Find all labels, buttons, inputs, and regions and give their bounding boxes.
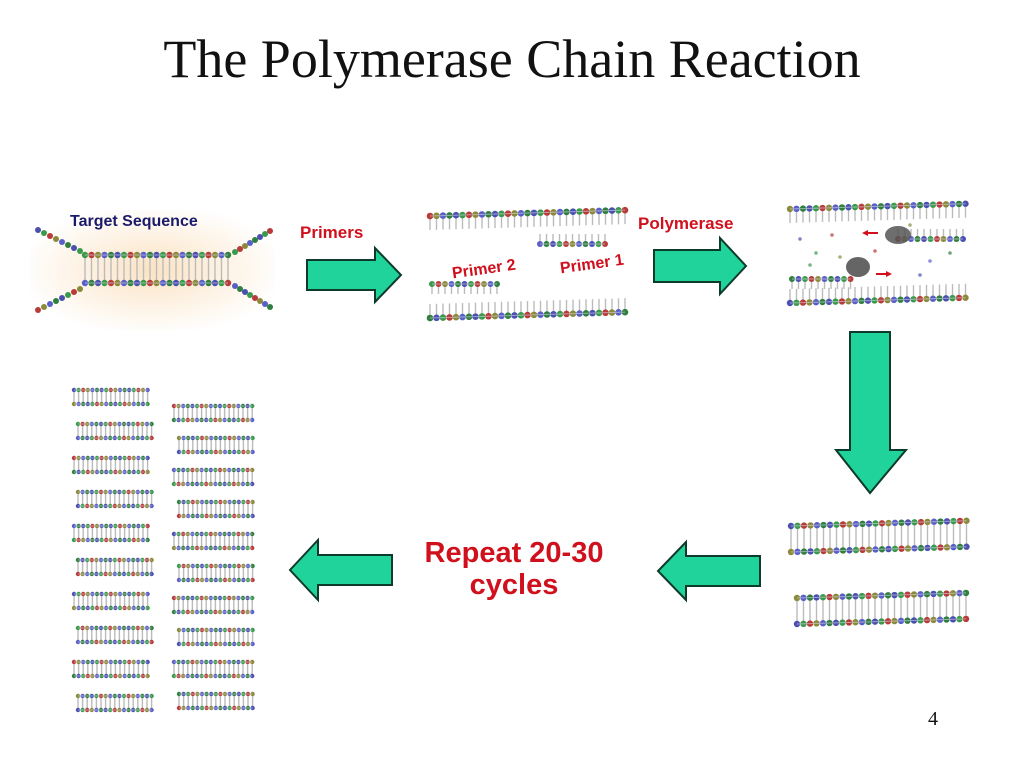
dna-nucleotide [962, 589, 970, 597]
dna-nucleotide [962, 294, 969, 301]
polymerase-label: Polymerase [638, 214, 734, 233]
dna-nucleotide [262, 231, 268, 237]
dna-backbone [790, 520, 967, 527]
dna-backbone [796, 618, 967, 625]
dna-nucleotide [247, 292, 253, 298]
repeat-cycles-text: Repeat 20-30 cycles [384, 537, 644, 601]
dna-nucleotide [232, 283, 238, 289]
repeat-line-2: cycles [469, 569, 559, 601]
free-nucleotide [798, 237, 802, 241]
dna-nucleotide [145, 605, 150, 611]
free-nucleotide [948, 251, 952, 255]
dna-nucleotide [53, 298, 59, 304]
dna-backbone [789, 297, 966, 304]
dna-nucleotide [621, 206, 629, 214]
dna-nucleotide [252, 295, 258, 301]
dna-nucleotide [149, 503, 154, 509]
dna-nucleotide [145, 659, 150, 665]
dna-nucleotide [787, 522, 795, 530]
duplicated-dna-image [787, 517, 970, 628]
polymerase-extension-dna-image [786, 200, 969, 307]
primer-annealing-dna-image [426, 206, 629, 322]
dna-nucleotide [267, 304, 273, 310]
dna-nucleotide [247, 240, 253, 246]
page-number: 4 [928, 708, 938, 730]
target-sequence-dna-image [30, 210, 275, 330]
dna-nucleotide [77, 248, 83, 254]
dna-nucleotide [145, 401, 150, 407]
arrow-left-2 [288, 537, 393, 603]
repeat-line-1: Repeat 20-30 [424, 537, 604, 569]
polymerase-enzyme-upper [885, 226, 911, 244]
dna-backbone [429, 311, 626, 319]
dna-nucleotide [242, 289, 248, 295]
primers-label: Primers [300, 223, 364, 242]
dna-nucleotide [237, 286, 243, 292]
free-nucleotide [808, 263, 812, 267]
dna-nucleotide [47, 301, 53, 307]
dna-nucleotide [149, 707, 154, 713]
dna-nucleotide [53, 236, 59, 242]
dna-backbone [796, 592, 967, 599]
dna-nucleotide [257, 298, 263, 304]
dna-nucleotide [47, 233, 53, 239]
dna-nucleotide [962, 615, 970, 623]
dna-backbone [790, 546, 967, 553]
dna-nucleotide [149, 557, 154, 563]
dna-nucleotide [787, 548, 795, 556]
dna-nucleotide [149, 693, 154, 699]
dna-nucleotide [149, 435, 154, 441]
dna-nucleotide [963, 543, 970, 550]
dna-nucleotide [41, 230, 47, 236]
dna-backbone [789, 203, 966, 210]
dna-nucleotide [267, 228, 273, 234]
dna-nucleotide [35, 307, 41, 313]
free-nucleotide [830, 233, 834, 237]
amplified-dna-copies-image [71, 387, 255, 713]
dna-backbone [429, 209, 626, 217]
free-nucleotide [873, 249, 877, 253]
slide-title: The Polymerase Chain Reaction [163, 29, 861, 89]
dna-nucleotide [71, 245, 77, 251]
dna-nucleotide [149, 639, 154, 645]
free-nucleotide [928, 259, 932, 263]
dna-nucleotide [145, 469, 150, 475]
dna-nucleotide [257, 234, 263, 240]
free-nucleotide [908, 223, 912, 227]
dna-nucleotide [237, 246, 243, 252]
dna-nucleotide [145, 387, 150, 393]
dna-nucleotide [145, 591, 150, 597]
dna-nucleotide [145, 537, 150, 543]
polymerase-enzyme-lower [846, 257, 870, 277]
free-nucleotide [814, 251, 818, 255]
dna-nucleotide [77, 286, 83, 292]
dna-nucleotide [963, 517, 970, 524]
dna-nucleotide [262, 301, 268, 307]
dna-nucleotide [59, 239, 65, 245]
dna-nucleotide [35, 227, 41, 233]
free-nucleotide [918, 273, 922, 277]
dna-nucleotide [252, 237, 258, 243]
arrow-right-2 [653, 235, 748, 297]
dna-nucleotide [59, 295, 65, 301]
dna-nucleotide [41, 304, 47, 310]
dna-nucleotide [232, 249, 238, 255]
arrow-down [833, 331, 909, 495]
dna-nucleotide [242, 243, 248, 249]
dna-nucleotide [149, 625, 154, 631]
target-sequence-label: Target Sequence [70, 213, 198, 230]
dna-nucleotide [65, 242, 71, 248]
dna-nucleotide [145, 455, 150, 461]
dna-nucleotide [145, 523, 150, 529]
arrow-left-1 [656, 539, 761, 603]
dna-nucleotide [71, 289, 77, 295]
dna-nucleotide [65, 292, 71, 298]
arrow-right-1 [306, 245, 403, 305]
dna-nucleotide [149, 571, 154, 577]
dna-nucleotide [149, 421, 154, 427]
dna-nucleotide [145, 673, 150, 679]
free-nucleotide [838, 255, 842, 259]
dna-nucleotide [149, 489, 154, 495]
